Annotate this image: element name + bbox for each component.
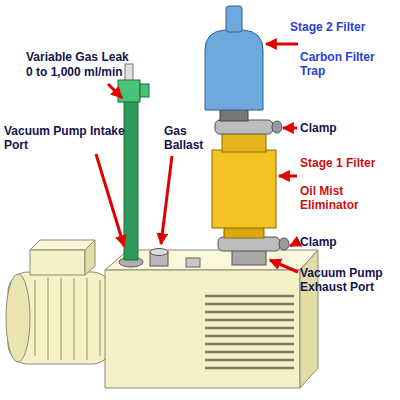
leader-arrow bbox=[266, 43, 298, 46]
leader-arrow bbox=[161, 156, 172, 244]
leader-arrow bbox=[96, 154, 124, 246]
valve-knob bbox=[140, 84, 149, 97]
exhaust-port bbox=[232, 250, 266, 265]
part-label: Carbon Filter Trap bbox=[300, 50, 395, 78]
terminal-box bbox=[30, 250, 85, 275]
leader-arrow bbox=[290, 242, 298, 246]
pump-housing bbox=[105, 270, 300, 388]
valve-stem bbox=[125, 64, 133, 82]
flow-range-label: 0 to 1,000 ml/min bbox=[26, 65, 123, 79]
part-label: Vacuum Pump Exhaust Port bbox=[300, 266, 395, 294]
motor-fins bbox=[35, 278, 100, 360]
upper-clamp bbox=[215, 120, 273, 134]
oil-mist-eliminator bbox=[212, 150, 276, 228]
leader-arrow bbox=[270, 260, 298, 272]
part-label: Clamp bbox=[300, 235, 337, 249]
part-label: Clamp bbox=[300, 121, 337, 135]
intake-tube bbox=[124, 100, 138, 260]
terminal-box-top bbox=[30, 240, 95, 250]
leader-arrow bbox=[279, 175, 297, 178]
part-label: Stage 2 Filter bbox=[290, 20, 365, 34]
carbon-filter-trap bbox=[205, 30, 263, 110]
vent-grille bbox=[205, 296, 294, 368]
clamp-knob bbox=[272, 121, 282, 133]
part-label: Vacuum Pump Intake Port bbox=[4, 124, 136, 152]
oil-fill-cap bbox=[186, 258, 200, 267]
motor-end-cap bbox=[6, 274, 30, 362]
part-label: Stage 1 Filter bbox=[300, 156, 375, 170]
gas-ballast-top bbox=[150, 249, 168, 256]
eliminator-neck bbox=[222, 132, 266, 152]
leader-arrow bbox=[108, 84, 122, 98]
part-label: Gas Ballast bbox=[164, 124, 212, 152]
terminal-box-side bbox=[85, 240, 95, 275]
part-label: Variable Gas Leak bbox=[26, 50, 129, 64]
part-label: Oil Mist Eliminator bbox=[300, 184, 375, 212]
trap-outlet bbox=[226, 6, 242, 32]
clamp-knob bbox=[279, 238, 289, 250]
lower-clamp bbox=[218, 237, 280, 251]
leader-arrow bbox=[283, 127, 297, 130]
